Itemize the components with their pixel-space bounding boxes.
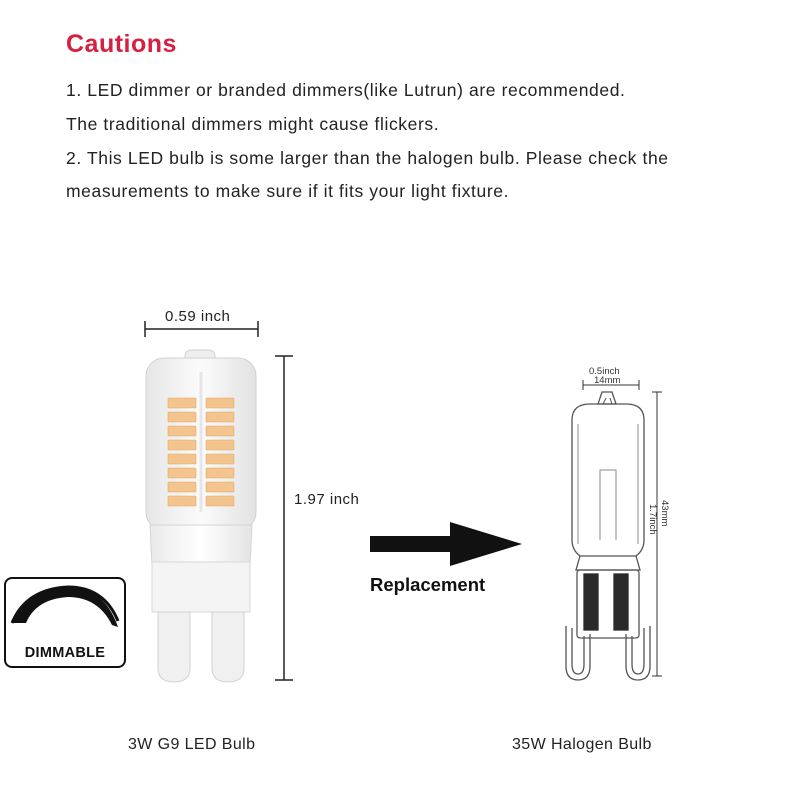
dimmable-badge: DIMMABLE (4, 577, 126, 668)
halogen-width-inch: 0.5inch (589, 366, 620, 377)
led-height-label: 1.97 inch (294, 491, 360, 508)
replacement-label: Replacement (370, 574, 486, 595)
dimmable-label: DIMMABLE (24, 645, 106, 661)
dimmer-arc-icon (10, 585, 120, 627)
caution-note-2-continued: measurements to make sure if it fits you… (66, 181, 510, 201)
caution-note-1: 1. LED dimmer or branded dimmers(like Lu… (66, 80, 626, 100)
cautions-title: Cautions (66, 30, 177, 58)
led-width-label: 0.59 inch (165, 308, 231, 325)
halogen-width-mm: 14mm (594, 375, 621, 386)
halogen-bulb-caption: 35W Halogen Bulb (512, 736, 652, 753)
caution-note-2: 2. This LED bulb is some larger than the… (66, 148, 669, 168)
caution-note-1-continued: The traditional dimmers might cause flic… (66, 114, 440, 134)
led-bulb-caption: 3W G9 LED Bulb (128, 736, 256, 753)
